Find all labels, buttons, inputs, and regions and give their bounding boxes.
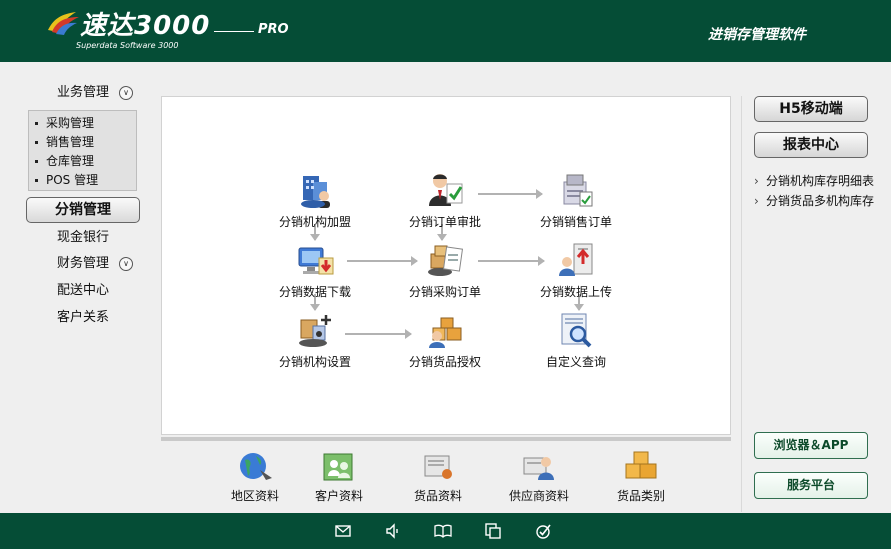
book-icon[interactable] bbox=[434, 522, 452, 540]
flow-node-label: 分销销售订单 bbox=[539, 215, 612, 229]
flow-arrow bbox=[347, 256, 418, 266]
quick-link-goods[interactable]: 货品资料 bbox=[398, 448, 478, 504]
flow-node-label: 分销机构设置 bbox=[278, 355, 351, 369]
main-divider bbox=[741, 96, 742, 512]
flow-arrow bbox=[345, 329, 412, 339]
submenu-item-pos[interactable]: POS 管理 bbox=[29, 171, 136, 190]
sidebar-item-label: 业务管理 bbox=[56, 85, 109, 100]
flow-node-label: 分销数据下载 bbox=[278, 285, 351, 299]
flow-node-label: 分销货品授权 bbox=[408, 355, 481, 369]
quick-link-label: 地区资料 bbox=[230, 489, 279, 503]
flow-node-label: 分销采购订单 bbox=[408, 285, 481, 299]
logo-text: 速达3000 bbox=[80, 11, 211, 41]
data-upload-icon bbox=[559, 243, 593, 276]
supplier-icon bbox=[523, 457, 554, 480]
caret-right-icon: › bbox=[754, 174, 759, 188]
report-link-label: 分销机构库存明细表 bbox=[766, 174, 875, 188]
service-platform-button[interactable]: 服务平台 bbox=[754, 472, 868, 499]
quick-link-label: 客户资料 bbox=[314, 489, 363, 503]
goods-authorization-icon bbox=[429, 317, 462, 348]
boxes-icon bbox=[625, 451, 657, 479]
data-download-icon bbox=[298, 247, 334, 275]
sidebar-item-distribution[interactable]: 分销管理 bbox=[26, 197, 140, 223]
quick-link-goods-category[interactable]: 货品类别 bbox=[601, 448, 681, 504]
flow-arrow bbox=[310, 294, 320, 311]
purchase-order-icon bbox=[428, 245, 464, 276]
flow-node-purchase-order[interactable]: 分销采购订单 bbox=[400, 240, 490, 300]
section-divider bbox=[161, 437, 731, 441]
approve-order-icon bbox=[429, 174, 463, 206]
quick-link-customer[interactable]: 客户资料 bbox=[299, 448, 379, 504]
flow-node-goods-auth[interactable]: 分销货品授权 bbox=[400, 310, 490, 370]
sidebar-item-finance[interactable]: 财务管理 ∨ bbox=[26, 253, 140, 275]
logo-badge: PRO bbox=[258, 22, 289, 37]
check-circle-icon[interactable] bbox=[534, 522, 552, 540]
flow-node-label: 分销数据上传 bbox=[539, 285, 612, 299]
mobile-h5-button[interactable]: H5移动端 bbox=[754, 96, 868, 122]
report-center-button[interactable]: 报表中心 bbox=[754, 132, 868, 158]
mail-icon[interactable] bbox=[334, 522, 352, 540]
sidebar-item-cash-bank[interactable]: 现金银行 bbox=[56, 230, 109, 245]
quick-link-region[interactable]: 地区资料 bbox=[215, 448, 295, 504]
flow-arrow bbox=[478, 189, 543, 199]
submenu-item-sales[interactable]: 销售管理 bbox=[29, 133, 136, 152]
browser-app-button[interactable]: 浏览器＆APP bbox=[754, 432, 868, 459]
flow-node-org-settings[interactable]: 分销机构设置 bbox=[270, 310, 360, 370]
report-link-org-inventory[interactable]: › 分销机构库存明细表 bbox=[754, 172, 874, 189]
sales-order-icon bbox=[563, 174, 593, 207]
sidebar-item-business[interactable]: 业务管理 ∨ bbox=[26, 82, 140, 104]
sidebar-item-label: 财务管理 bbox=[56, 256, 109, 271]
app-header: 速达3000 PRO Superdata Software 3000 进销存管理… bbox=[0, 0, 891, 62]
quick-link-label: 货品资料 bbox=[413, 489, 462, 503]
flow-node-order-approve[interactable]: 分销订单审批 bbox=[400, 170, 490, 230]
flow-node-sales-order[interactable]: 分销销售订单 bbox=[531, 170, 621, 230]
flow-node-data-download[interactable]: 分销数据下载 bbox=[270, 240, 360, 300]
copy-icon[interactable] bbox=[484, 522, 502, 540]
logo-subtext: Superdata Software 3000 bbox=[76, 41, 179, 50]
goods-doc-icon bbox=[424, 455, 452, 479]
report-link-goods-multi-org[interactable]: › 分销货品多机构库存 bbox=[754, 192, 874, 209]
business-submenu: 采购管理 销售管理 仓库管理 POS 管理 bbox=[28, 110, 137, 191]
flow-arrow bbox=[574, 294, 584, 311]
flow-node-label: 分销机构加盟 bbox=[278, 215, 351, 229]
custom-query-icon bbox=[561, 313, 592, 348]
flow-arrow bbox=[437, 224, 447, 241]
app-subtitle: 进销存管理软件 bbox=[708, 27, 806, 43]
globe-icon bbox=[240, 453, 272, 480]
flow-node-label: 自定义查询 bbox=[545, 355, 606, 369]
org-settings-icon bbox=[299, 315, 331, 347]
flow-node-org-join[interactable]: 分销机构加盟 bbox=[270, 170, 360, 230]
customer-card-icon bbox=[323, 453, 353, 481]
flow-node-label: 分销订单审批 bbox=[408, 215, 481, 229]
submenu-item-purchase[interactable]: 采购管理 bbox=[29, 114, 136, 133]
flow-node-custom-query[interactable]: 自定义查询 bbox=[531, 310, 621, 370]
quick-link-label: 供应商资料 bbox=[508, 489, 569, 503]
sidebar-item-delivery[interactable]: 配送中心 bbox=[56, 283, 109, 298]
flow-arrow bbox=[310, 224, 320, 241]
network-building-icon bbox=[301, 176, 330, 208]
sidebar-item-crm[interactable]: 客户关系 bbox=[56, 310, 109, 325]
logo-line bbox=[214, 31, 254, 32]
flow-node-data-upload[interactable]: 分销数据上传 bbox=[531, 240, 621, 300]
speaker-icon[interactable] bbox=[384, 522, 402, 540]
logo-bird-icon bbox=[48, 12, 79, 35]
quick-link-supplier[interactable]: 供应商资料 bbox=[499, 448, 579, 504]
caret-right-icon: › bbox=[754, 194, 759, 208]
app-footer bbox=[0, 513, 891, 549]
flow-arrow bbox=[478, 256, 545, 266]
report-link-label: 分销货品多机构库存 bbox=[766, 194, 875, 208]
chevron-down-icon[interactable]: ∨ bbox=[119, 257, 133, 271]
submenu-item-warehouse[interactable]: 仓库管理 bbox=[29, 152, 136, 171]
chevron-down-icon[interactable]: ∨ bbox=[119, 86, 133, 100]
quick-link-label: 货品类别 bbox=[616, 489, 665, 503]
